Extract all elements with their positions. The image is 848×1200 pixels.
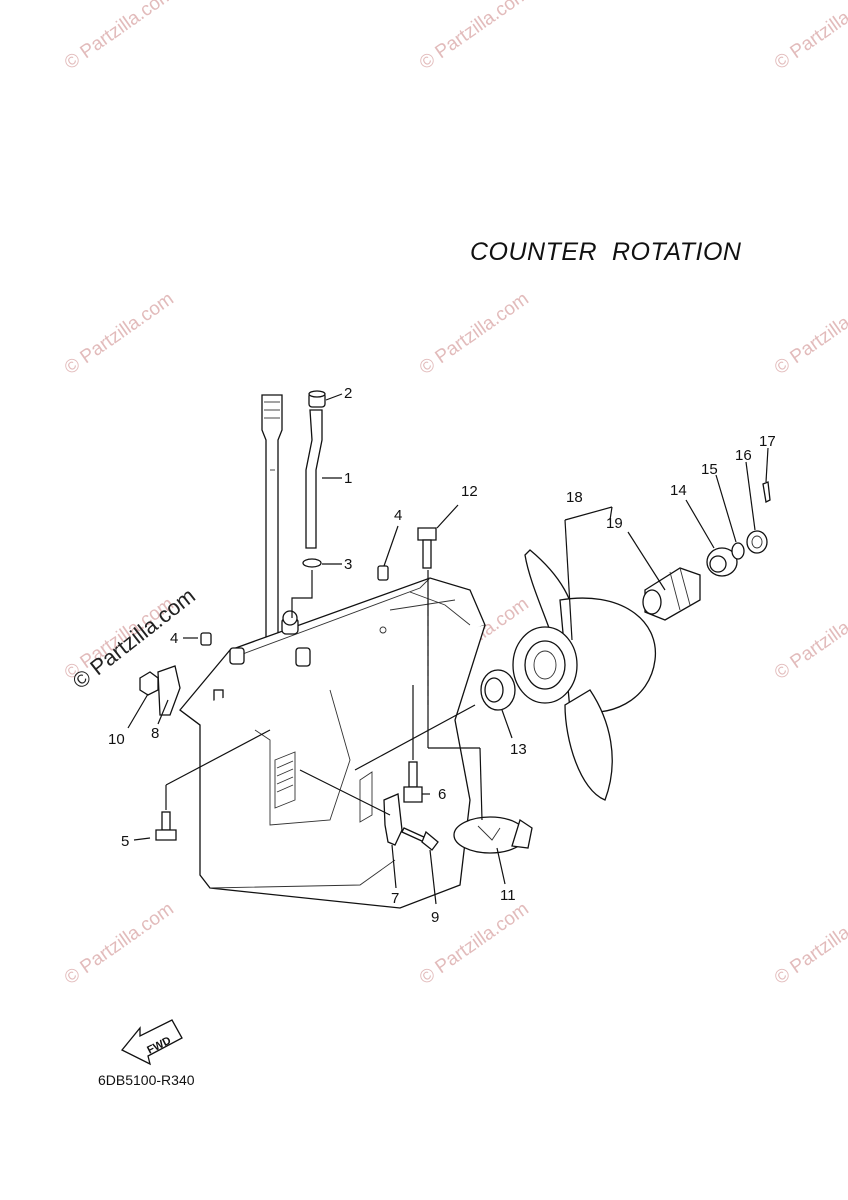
- diagram-heading: COUNTER ROTATION: [470, 238, 742, 266]
- callout-8: 8: [151, 725, 159, 742]
- fwd-arrow-icon: FWD: [120, 1019, 183, 1066]
- seal-ring: [302, 558, 322, 568]
- diagram-code: 6DB5100-R340: [98, 1072, 195, 1088]
- watermark: © Partzilla.com: [61, 898, 178, 989]
- watermark: © Partzilla.com: [416, 288, 533, 379]
- callout-4: 4: [394, 507, 402, 524]
- washer-14: [706, 547, 738, 577]
- callout-18: 18: [566, 489, 583, 506]
- bolt-6: [403, 761, 423, 803]
- callout-11: 11: [500, 887, 516, 904]
- callout-4: 4: [170, 630, 178, 647]
- dowel-pin: [200, 632, 212, 646]
- watermark: © Partzilla.com: [771, 898, 848, 989]
- watermark: © Partzilla.com: [771, 288, 848, 379]
- watermark: © Partzilla.com: [416, 0, 533, 74]
- water-tube: [305, 409, 323, 549]
- callout-13: 13: [510, 741, 527, 758]
- callout-19: 19: [606, 515, 623, 532]
- callout-1: 1: [344, 470, 352, 487]
- bolt-9: [401, 827, 439, 851]
- callout-3: 3: [344, 556, 352, 573]
- grommet: [308, 390, 326, 408]
- propeller: [512, 549, 657, 801]
- anode: [157, 665, 181, 716]
- bolt-5: [155, 811, 177, 841]
- trim-tab: [383, 793, 403, 846]
- callout-5: 5: [121, 833, 129, 850]
- callout-9: 9: [431, 909, 439, 926]
- castle-nut: [746, 530, 768, 554]
- bolt-12: [417, 527, 437, 569]
- thrust-spacer: [480, 669, 516, 711]
- callout-14: 14: [670, 482, 687, 499]
- watermark: © Partzilla.com: [61, 0, 178, 74]
- watermark-large: © Partzilla.com: [68, 583, 200, 694]
- callout-2: 2: [344, 385, 352, 402]
- intake-grille: [274, 751, 296, 809]
- callout-labels: 1 2 3 4 4 5 6 7 8 9 10 11 12 13 14 15 16…: [108, 385, 776, 926]
- dowel-pin: [377, 565, 389, 581]
- callout-7: 7: [391, 890, 399, 907]
- nut: [139, 671, 159, 696]
- watermark: © Partzilla.com: [771, 593, 848, 684]
- washer-15: [731, 542, 745, 560]
- callout-10: 10: [108, 731, 125, 748]
- callout-15: 15: [701, 461, 718, 478]
- lower-unit-housing: [179, 394, 486, 909]
- leader-lines: [127, 393, 769, 905]
- watermark: © Partzilla.com: [771, 0, 848, 74]
- cotter-pin: [762, 481, 771, 503]
- trim-tab-11: [453, 816, 533, 854]
- callout-12: 12: [461, 483, 478, 500]
- watermark: © Partzilla.com: [61, 288, 178, 379]
- callout-17: 17: [759, 433, 776, 450]
- spline-bushing: [642, 567, 701, 621]
- callout-6: 6: [438, 786, 446, 803]
- callout-16: 16: [735, 447, 752, 464]
